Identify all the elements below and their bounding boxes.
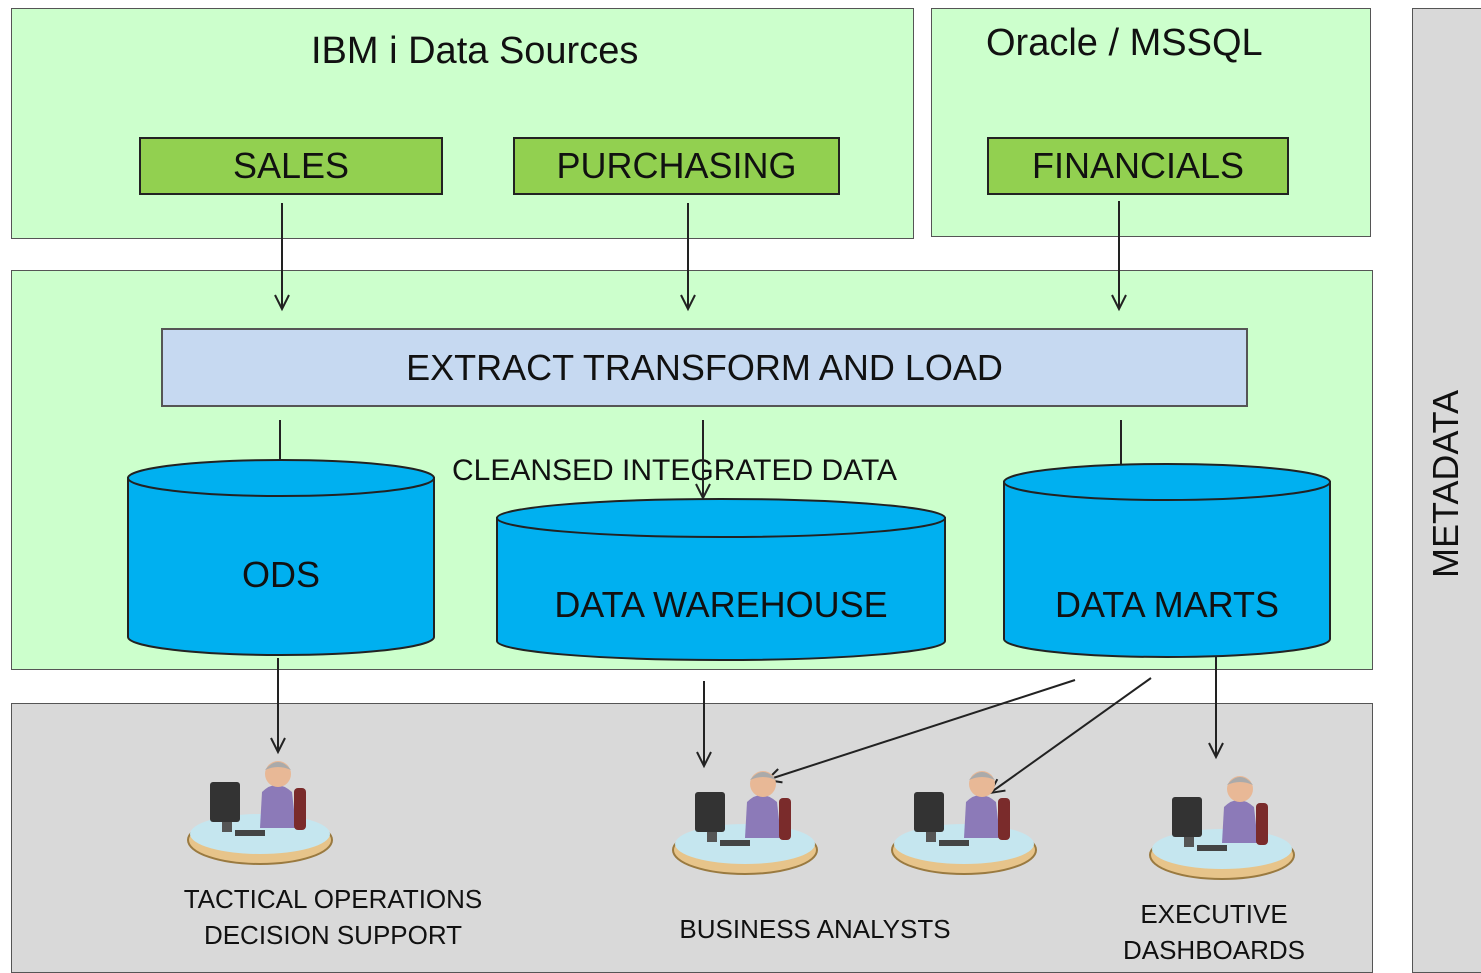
sales-box: SALES (139, 137, 443, 195)
user-at-desk-icon (672, 770, 818, 875)
financials-box: FINANCIALS (987, 137, 1289, 195)
user-at-desk-icon (187, 760, 333, 865)
arrow-marts-analyst-2 (988, 677, 1152, 795)
user-at-desk-icon (891, 770, 1037, 875)
arrow-marts-analyst-1 (764, 679, 1076, 784)
purchasing-box: PURCHASING (513, 137, 840, 195)
analysts-label: BUSINESS ANALYSTS (679, 914, 951, 944)
executive-label-line1: EXECUTIVE (1140, 899, 1288, 929)
executive-label-line2: DASHBOARDS (1122, 935, 1306, 965)
executive-label: EXECUTIVE DASHBOARDS (1090, 896, 1338, 968)
ibm-sources-title: IBM i Data Sources (311, 30, 639, 72)
ods-cylinder (127, 459, 435, 656)
metadata-panel (1412, 8, 1481, 973)
marts-cylinder (1003, 463, 1331, 658)
oracle-sources-title: Oracle / MSSQL (986, 22, 1263, 64)
tactical-label-line1: TACTICAL OPERATIONS (183, 884, 483, 914)
tactical-label-line2: DECISION SUPPORT (203, 920, 463, 950)
ibm-sources-panel (11, 8, 914, 239)
user-at-desk-icon (1149, 775, 1295, 880)
ods-label: ODS (241, 554, 320, 595)
marts-label: DATA MARTS (1054, 584, 1280, 625)
metadata-label: METADATA (1425, 390, 1466, 578)
cleansed-data-label: CLEANSED INTEGRATED DATA (452, 454, 898, 487)
etl-box: EXTRACT TRANSFORM AND LOAD (161, 328, 1248, 407)
warehouse-cylinder (496, 498, 946, 661)
tactical-label: TACTICAL OPERATIONS DECISION SUPPORT (130, 881, 536, 953)
warehouse-label: DATA WAREHOUSE (554, 584, 888, 625)
oracle-sources-panel (931, 8, 1371, 237)
